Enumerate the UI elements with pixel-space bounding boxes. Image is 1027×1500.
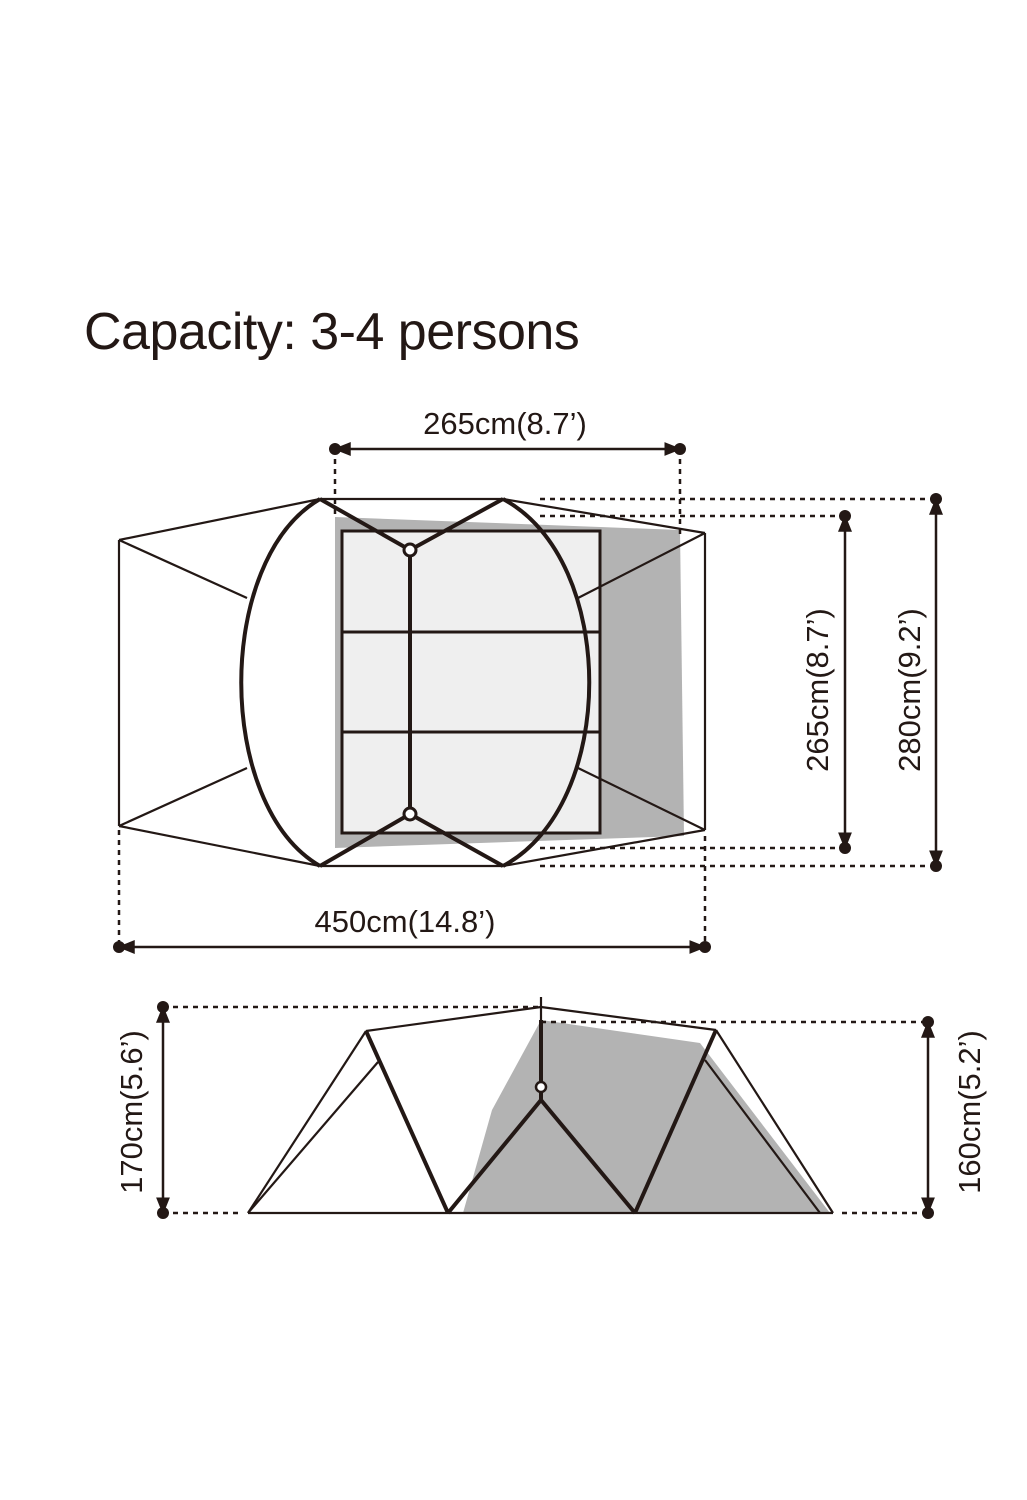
pole-hub <box>402 542 418 558</box>
label-max-height: 170cm(5.6’) <box>114 1030 149 1194</box>
fly-outline <box>117 497 707 868</box>
dim-inner-width: 265cm(8.7’) <box>329 406 686 456</box>
side-shade <box>463 1020 830 1213</box>
top-extension-lines <box>117 449 936 947</box>
dim-max-height: 170cm(5.6’) <box>114 1001 170 1219</box>
side-view: 170cm(5.6’) 160cm(5.2’) <box>114 997 987 1219</box>
label-total-length: 450cm(14.8’) <box>315 904 496 939</box>
label-inner-depth: 265cm(8.7’) <box>800 608 835 772</box>
dim-rear-height: 160cm(5.2’) <box>921 1016 987 1219</box>
label-rear-height: 160cm(5.2’) <box>952 1030 987 1194</box>
side-fly-outline <box>247 997 834 1215</box>
pole-hub <box>534 1080 548 1094</box>
capacity-title: Capacity: 3-4 persons <box>84 303 580 361</box>
top-view: 265cm(8.7’) 450cm(14.8’) 265cm(8.7’) <box>113 406 943 954</box>
dim-inner-depth: 265cm(8.7’) <box>800 510 852 854</box>
label-inner-width: 265cm(8.7’) <box>423 406 587 441</box>
dim-total-width: 280cm(9.2’) <box>892 493 943 872</box>
pole-hub <box>402 806 418 822</box>
dim-total-length: 450cm(14.8’) <box>113 904 711 954</box>
side-poles <box>364 1020 718 1215</box>
label-total-width: 280cm(9.2’) <box>892 608 927 772</box>
side-extension-lines <box>163 1005 928 1215</box>
inner-floor <box>340 529 602 835</box>
